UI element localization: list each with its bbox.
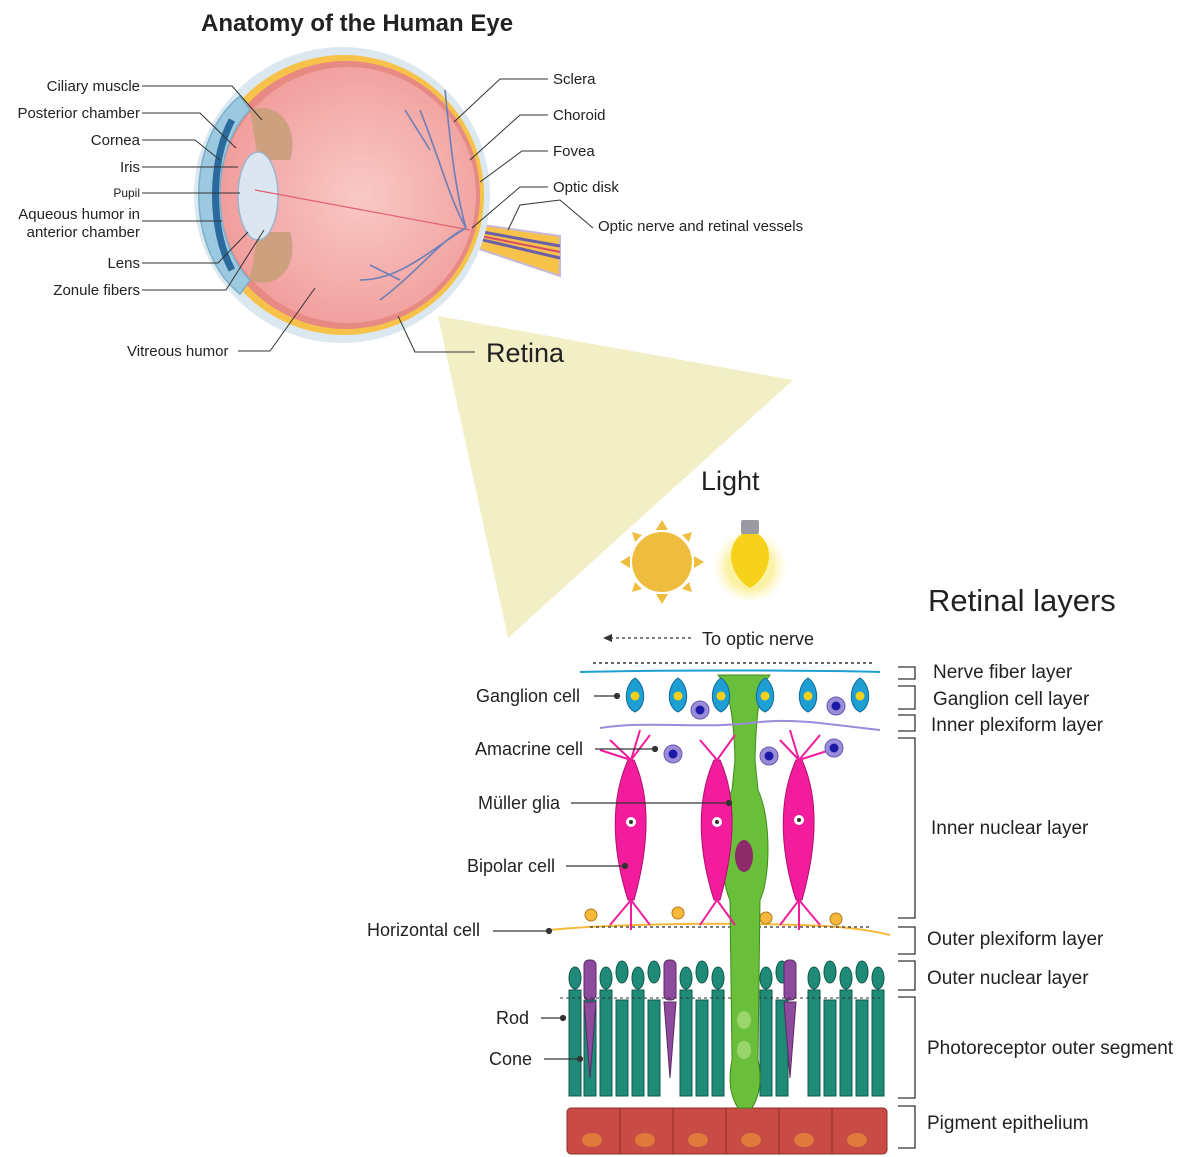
layer-inner-plexiform: Inner plexiform layer (931, 716, 1103, 735)
label-optic-nerve: Optic nerve and retinal vessels (598, 219, 803, 234)
light-bulb-icon (712, 520, 788, 601)
label-cone: Cone (489, 1050, 532, 1068)
label-bipolar-cell: Bipolar cell (467, 857, 555, 875)
label-optic-disk: Optic disk (553, 180, 619, 195)
page-title: Anatomy of the Human Eye (201, 10, 513, 38)
layer-inner-nuclear: Inner nuclear layer (931, 819, 1088, 838)
label-fovea: Fovea (553, 144, 595, 159)
label-cornea: Cornea (91, 133, 140, 148)
layer-outer-plexiform: Outer plexiform layer (927, 930, 1103, 949)
label-amacrine-cell: Amacrine cell (475, 740, 583, 758)
label-ciliary-muscle: Ciliary muscle (47, 79, 140, 94)
retinal-layers-title: Retinal layers (928, 585, 1116, 616)
label-to-optic-nerve: To optic nerve (702, 630, 814, 648)
layer-brackets (898, 667, 915, 1148)
layer-nerve-fiber: Nerve fiber layer (933, 663, 1072, 682)
label-iris: Iris (120, 160, 140, 175)
label-posterior-chamber: Posterior chamber (17, 106, 140, 121)
bipolar-cells (615, 760, 814, 900)
label-light: Light (701, 468, 760, 495)
rods (569, 990, 884, 1096)
label-choroid: Choroid (553, 108, 606, 123)
label-aqueous-1: Aqueous humor in (18, 207, 140, 222)
layer-photoreceptor-outer-segment: Photoreceptor outer segment (927, 1039, 1173, 1058)
rod-nuclei (569, 961, 884, 989)
label-sclera: Sclera (553, 72, 596, 87)
label-lens: Lens (107, 256, 140, 271)
label-zonule-fibers: Zonule fibers (53, 283, 140, 298)
label-muller-glia: Müller glia (478, 794, 560, 812)
label-rod: Rod (496, 1009, 529, 1027)
label-retina: Retina (486, 340, 564, 367)
label-aqueous-2: anterior chamber (27, 225, 140, 240)
eyeball (194, 47, 560, 343)
layer-ganglion-cell: Ganglion cell layer (933, 690, 1089, 709)
label-vitreous-humor: Vitreous humor (127, 344, 228, 359)
lens (238, 152, 278, 240)
retina-section (493, 634, 915, 1154)
label-pupil: Pupil (113, 187, 140, 199)
label-ganglion-cell: Ganglion cell (476, 687, 580, 705)
pigment-epithelium (567, 1108, 887, 1154)
layer-outer-nuclear: Outer nuclear layer (927, 969, 1089, 988)
layer-pigment-epithelium: Pigment epithelium (927, 1114, 1089, 1133)
sun-icon (620, 520, 704, 604)
label-horizontal-cell: Horizontal cell (367, 921, 480, 939)
